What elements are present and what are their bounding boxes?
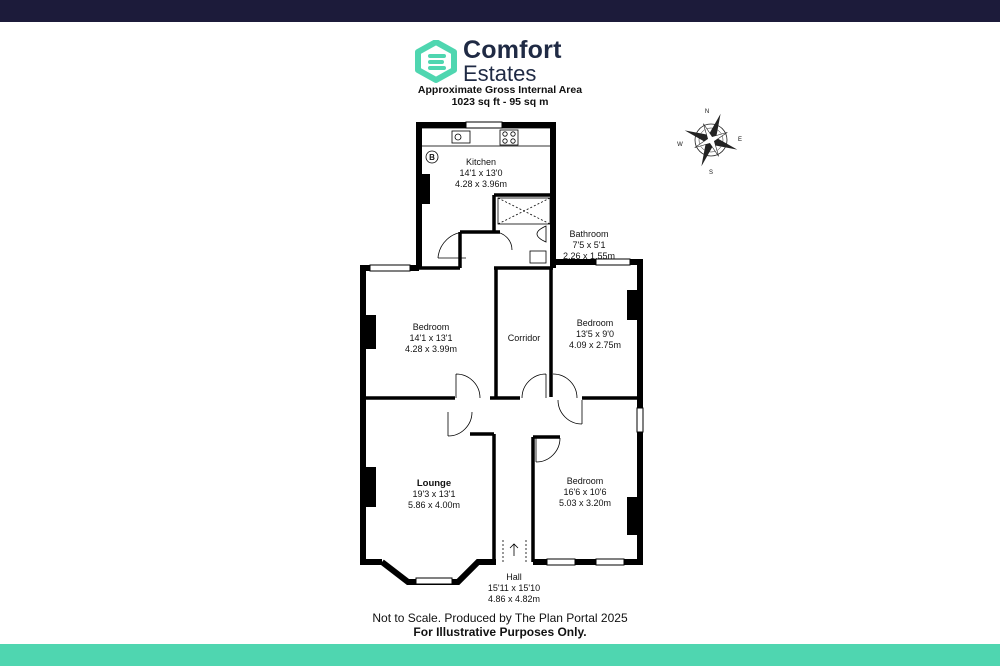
room-bedroom-2-name: Bedroom (577, 318, 614, 328)
room-bathroom-imperial: 7'5 x 5'1 (573, 240, 606, 250)
room-bedroom-1-imperial: 14'1 x 13'1 (410, 333, 453, 343)
room-kitchen-imperial: 14'1 x 13'0 (460, 168, 503, 178)
boiler-label: B (429, 153, 435, 162)
room-bedroom-3-metric: 5.03 x 3.20m (559, 498, 611, 508)
room-hall: Hall 15'11 x 15'10 4.86 x 4.82m (488, 572, 540, 604)
footer-note: For Illustrative Purposes Only. (413, 625, 587, 639)
room-bedroom-2-imperial: 13'5 x 9'0 (576, 329, 614, 339)
doors (437, 231, 583, 463)
kitchen-fixtures (420, 127, 552, 164)
room-bathroom-name: Bathroom (569, 229, 608, 239)
room-hall-name: Hall (506, 572, 522, 582)
windows (369, 121, 644, 585)
footer-disclaimer: Not to Scale. Produced by The Plan Porta… (372, 611, 628, 625)
room-bedroom-1: Bedroom 14'1 x 13'1 4.28 x 3.99m (405, 322, 457, 354)
area-title: Approximate Gross Internal Area (417, 84, 583, 96)
room-bedroom-1-name: Bedroom (413, 322, 450, 332)
room-kitchen: Kitchen 14'1 x 13'0 4.28 x 3.96m (455, 157, 507, 189)
interior-walls (363, 193, 640, 562)
compass-n: N (705, 109, 709, 115)
room-bathroom-metric: 2.26 x 1.55m (563, 251, 615, 261)
room-bathroom: Bathroom 7'5 x 5'1 2.26 x 1.55m (563, 229, 615, 261)
room-bedroom-2: Bedroom 13'5 x 9'0 4.09 x 2.75m (569, 318, 621, 350)
room-bedroom-3-name: Bedroom (567, 476, 604, 486)
room-bedroom-1-metric: 4.28 x 3.99m (405, 344, 457, 354)
logo-text-comfort: Comfort (463, 36, 562, 64)
top-bar (0, 0, 1000, 22)
room-lounge-metric: 5.86 x 4.00m (408, 500, 460, 510)
room-kitchen-metric: 4.28 x 3.96m (455, 179, 507, 189)
room-bedroom-3: Bedroom 16'6 x 10'6 5.03 x 3.20m (559, 476, 611, 508)
room-bedroom-3-imperial: 16'6 x 10'6 (564, 487, 607, 497)
bottom-bar (0, 644, 1000, 666)
entrance-arrow-icon (502, 538, 527, 562)
wall-features (363, 174, 640, 535)
compass-w: W (677, 142, 683, 148)
room-hall-imperial: 15'11 x 15'10 (488, 583, 540, 593)
logo-mark-icon (415, 40, 457, 83)
logo-text-estates: Estates (463, 61, 537, 86)
area-value: 1023 sq ft - 95 sq m (451, 96, 549, 108)
compass-e: E (738, 137, 742, 143)
room-corridor-name: Corridor (508, 333, 541, 343)
compass-s: S (709, 170, 713, 176)
boiler-icon (425, 150, 439, 164)
room-hall-metric: 4.86 x 4.82m (488, 594, 540, 604)
room-lounge: Lounge 19'3 x 13'1 5.86 x 4.00m (408, 478, 460, 510)
compass-rose-icon: N S E W (677, 109, 742, 176)
room-lounge-name: Lounge (417, 478, 451, 489)
bathroom-fixtures (497, 197, 551, 264)
room-lounge-imperial: 19'3 x 13'1 (413, 489, 456, 499)
room-bedroom-2-metric: 4.09 x 2.75m (569, 340, 621, 350)
room-kitchen-name: Kitchen (466, 157, 496, 167)
logo: Comfort Estates (414, 36, 584, 86)
